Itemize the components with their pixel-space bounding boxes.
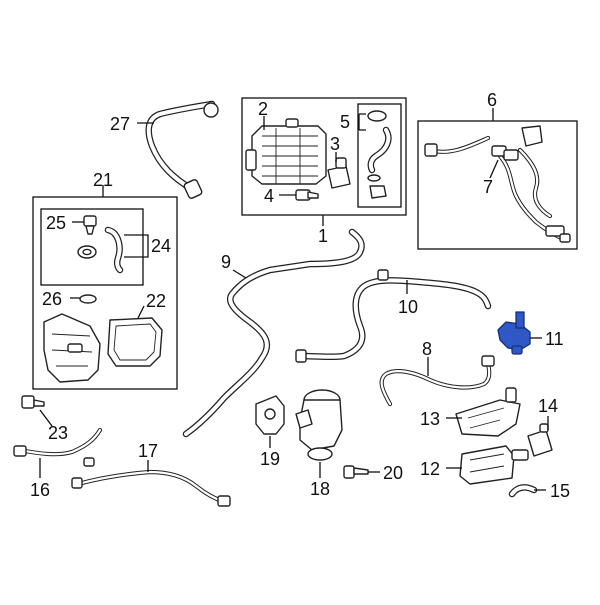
part-7-connector[interactable]: [491, 145, 519, 161]
part-26-o-ring[interactable]: [79, 294, 97, 304]
canister-group-box: [241, 97, 407, 216]
callout-20: 20: [383, 463, 403, 483]
callout-14: 14: [538, 396, 558, 416]
callout-16: 16: [30, 480, 50, 500]
part-10-hose[interactable]: [295, 269, 492, 363]
line-assembly-group-box: [417, 120, 578, 250]
callout-8: 8: [422, 339, 432, 359]
separator-group-box: [32, 196, 178, 390]
callout-2: 2: [258, 99, 268, 119]
part-23-bolt[interactable]: [21, 395, 45, 409]
callout-12: 12: [420, 459, 440, 479]
leader-9: [232, 269, 247, 279]
part-25-valve[interactable]: [83, 215, 97, 235]
part-12-regulator[interactable]: [459, 445, 529, 485]
part-24-grommet[interactable]: [77, 226, 124, 274]
part-8-line[interactable]: [379, 355, 495, 407]
callout-7: 7: [483, 177, 493, 197]
part-16-line[interactable]: [13, 427, 103, 467]
callout-9: 9: [221, 252, 231, 272]
part-27-hose[interactable]: [145, 100, 219, 199]
callout-10: 10: [398, 297, 418, 317]
callout-15: 15: [550, 481, 570, 501]
bracket-24: [124, 234, 149, 258]
part-9-hose[interactable]: [182, 228, 365, 438]
callout-3: 3: [330, 134, 340, 154]
hose-kit-sub-box: [357, 103, 402, 208]
part-5-hose-kit[interactable]: [367, 110, 392, 199]
callout-1: 1: [318, 226, 328, 246]
part-2-canister[interactable]: [245, 118, 327, 185]
callout-25: 25: [46, 213, 66, 233]
bracket-5: [358, 113, 366, 131]
callout-27: 27: [110, 114, 130, 134]
callout-21: 21: [93, 170, 113, 190]
callout-13: 13: [420, 409, 440, 429]
callout-11: 11: [545, 329, 564, 349]
callout-23: 23: [48, 423, 68, 443]
callout-19: 19: [260, 449, 280, 469]
callout-26: 26: [42, 289, 62, 309]
callout-4: 4: [264, 186, 274, 206]
part-11-valve[interactable]: [497, 311, 531, 355]
part-21-separator[interactable]: [43, 313, 101, 383]
leader-22: [137, 305, 145, 319]
part-20-bolt[interactable]: [343, 465, 369, 479]
callout-17: 17: [138, 441, 158, 461]
part-19-gasket[interactable]: [255, 395, 285, 435]
part-14-solenoid[interactable]: [527, 423, 553, 457]
part-15-hose[interactable]: [508, 484, 538, 498]
part-17-line[interactable]: [71, 469, 231, 507]
callout-18: 18: [310, 479, 330, 499]
part-4-bolt[interactable]: [295, 189, 319, 201]
callout-6: 6: [487, 90, 497, 110]
leader-7: [489, 159, 499, 179]
callout-5: 5: [340, 112, 350, 132]
part-22-gasket[interactable]: [107, 317, 163, 367]
leader-23: [39, 409, 53, 427]
part-3-solenoid[interactable]: [327, 157, 351, 189]
valve-kit-sub-box: [40, 208, 144, 286]
callout-24: 24: [151, 236, 171, 256]
part-18-egr-valve[interactable]: [295, 389, 343, 461]
callout-22: 22: [146, 291, 166, 311]
part-13-bracket[interactable]: [455, 387, 521, 437]
part-6-line-assembly[interactable]: [424, 125, 571, 243]
